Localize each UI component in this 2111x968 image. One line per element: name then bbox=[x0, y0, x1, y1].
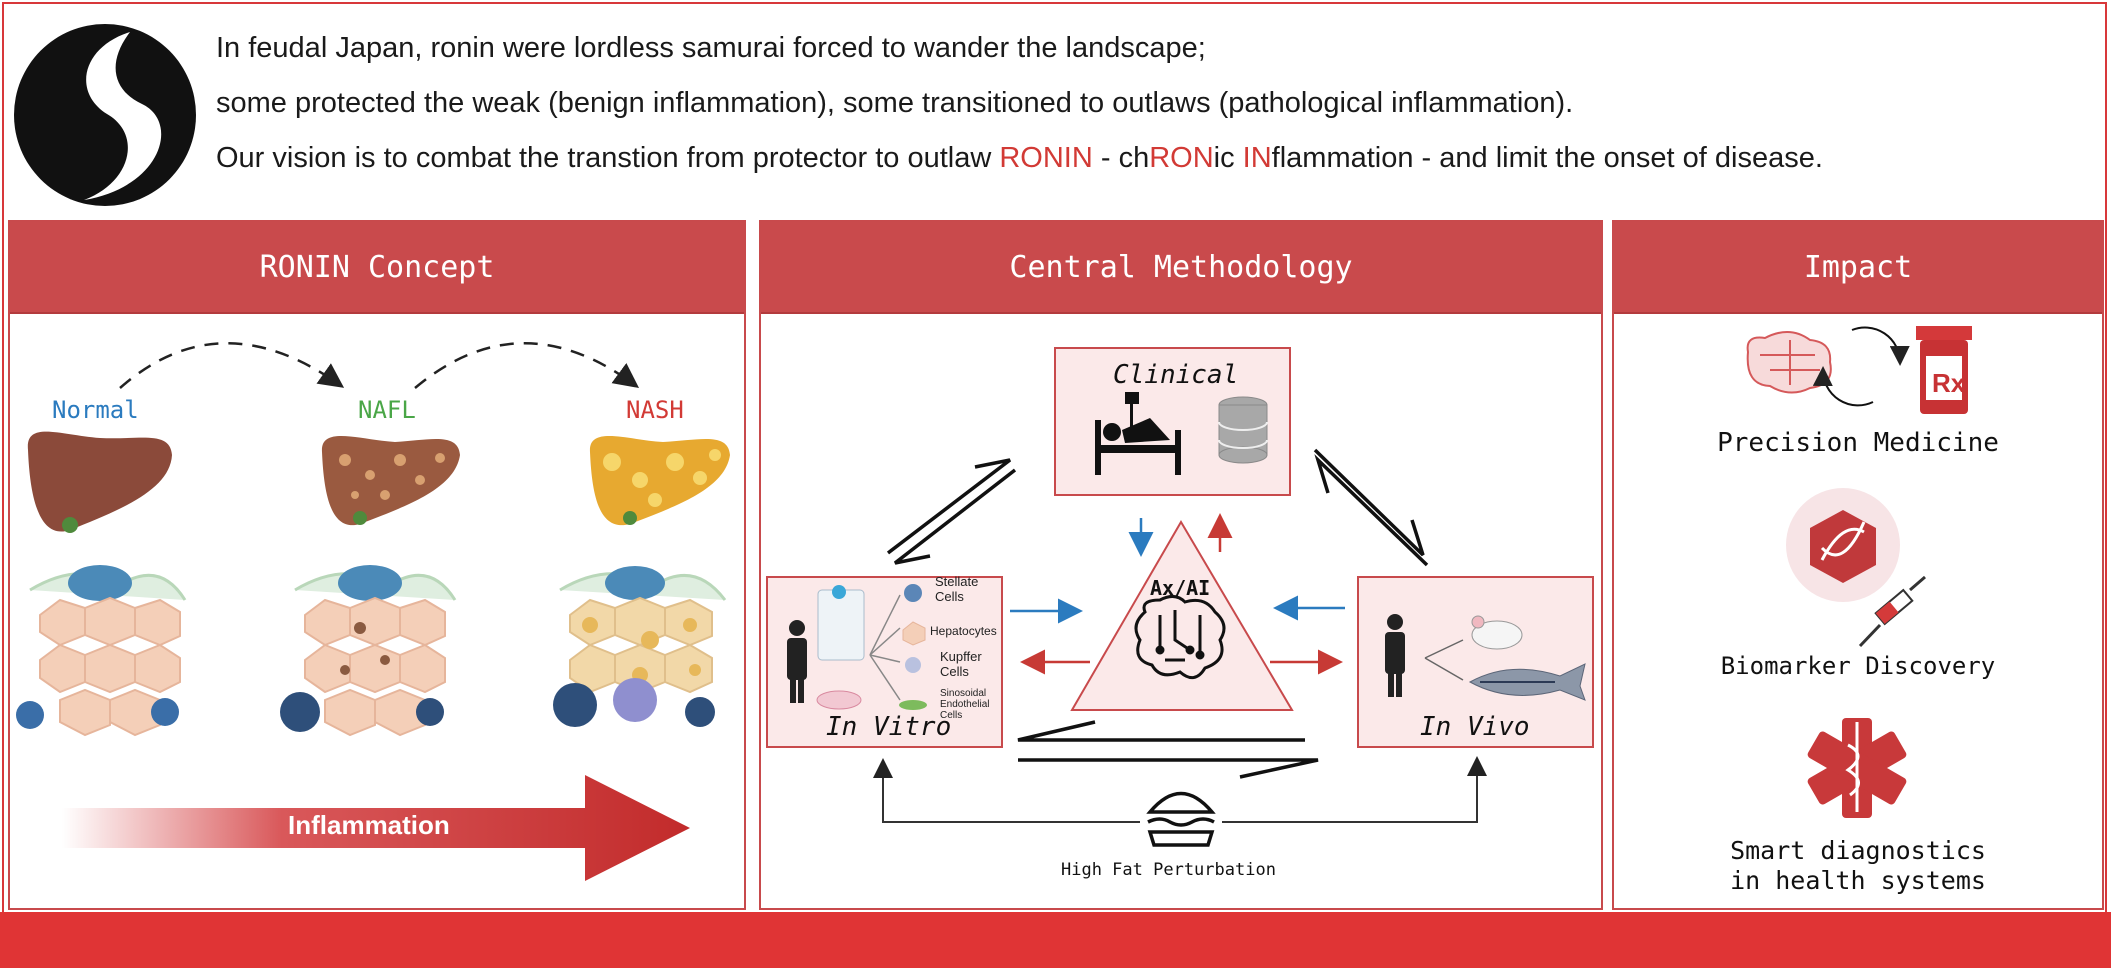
inflammation-arrow bbox=[62, 775, 690, 881]
syringe-icon bbox=[1858, 575, 1926, 648]
high-fat-label: High Fat Perturbation bbox=[1061, 860, 1276, 880]
precision-medicine-label: Precision Medicine bbox=[1717, 428, 1999, 458]
zebrafish-icon bbox=[1468, 663, 1586, 701]
impact-panel: Impact bbox=[1612, 220, 2104, 910]
brain-icon bbox=[1746, 331, 1832, 394]
liver-icon bbox=[321, 436, 460, 526]
footer-bar bbox=[0, 912, 2111, 968]
stage-nafl-label: NAFL bbox=[358, 396, 416, 424]
rx-bottle-icon: Rx bbox=[1916, 326, 1972, 414]
burger-icon bbox=[1146, 791, 1216, 847]
sinusoidal-cells-label: Sinosoidal Endothelial Cells bbox=[940, 688, 990, 721]
equilibrium-arrow-bottom bbox=[1017, 720, 1319, 779]
impact-title: Impact bbox=[1614, 222, 2102, 314]
smart-diagnostics-label-1: Smart diagnostics bbox=[1730, 836, 1986, 865]
brain-circuit-icon bbox=[1134, 595, 1226, 680]
kupffer-cells-label: Kupffer Cells bbox=[940, 649, 982, 679]
progression-arrow-1 bbox=[119, 342, 345, 389]
ax-ai-label: Ax/AI bbox=[1150, 576, 1211, 600]
ax-ai-triangle bbox=[1070, 520, 1294, 711]
person-icon bbox=[787, 620, 807, 703]
equilibrium-arrow-right bbox=[1313, 448, 1429, 567]
hexagon-cell-icon bbox=[280, 565, 457, 737]
invitro-label: In Vitro bbox=[826, 712, 952, 742]
concept-title: RONIN Concept bbox=[10, 222, 744, 314]
database-icon bbox=[1218, 396, 1268, 464]
method-title: Central Methodology bbox=[761, 222, 1601, 314]
clinical-label: Clinical bbox=[1113, 360, 1239, 390]
method-panel: Central Methodology bbox=[759, 220, 1603, 910]
cycle-arrows-icon bbox=[1812, 326, 1910, 407]
smart-diagnostics-label-2: in health systems bbox=[1730, 866, 1986, 895]
hospital-bed-icon bbox=[1095, 392, 1181, 475]
mouse-icon bbox=[1471, 615, 1523, 650]
hepatocytes-label: Hepatocytes bbox=[930, 624, 997, 638]
intro-line-1: In feudal Japan, ronin were lordless sam… bbox=[216, 32, 1206, 64]
person-icon bbox=[1385, 614, 1405, 697]
ronin-logo-icon bbox=[14, 24, 196, 206]
stellate-cells-label: Stellate Cells bbox=[935, 574, 979, 604]
liver-icon bbox=[589, 436, 730, 526]
hexagon-cell-icon bbox=[553, 566, 727, 727]
hexagon-cell-icon bbox=[16, 565, 187, 737]
progression-arrow-2 bbox=[414, 342, 640, 389]
inflammation-label: Inflammation bbox=[288, 810, 450, 840]
intro-line-3: Our vision is to combat the transtion fr… bbox=[216, 142, 1823, 174]
invivo-label: In Vivo bbox=[1420, 712, 1530, 742]
stage-normal-label: Normal bbox=[52, 396, 139, 424]
equilibrium-arrow-left bbox=[886, 458, 1017, 565]
medical-star-icon bbox=[1807, 718, 1907, 818]
svg-text:Rx: Rx bbox=[1932, 368, 1966, 398]
stage-nash-label: NASH bbox=[626, 396, 684, 424]
biomarker-discovery-label: Biomarker Discovery bbox=[1720, 652, 1996, 680]
intro-line-2: some protected the weak (benign inflamma… bbox=[216, 87, 1574, 119]
liver-icon bbox=[27, 431, 173, 533]
